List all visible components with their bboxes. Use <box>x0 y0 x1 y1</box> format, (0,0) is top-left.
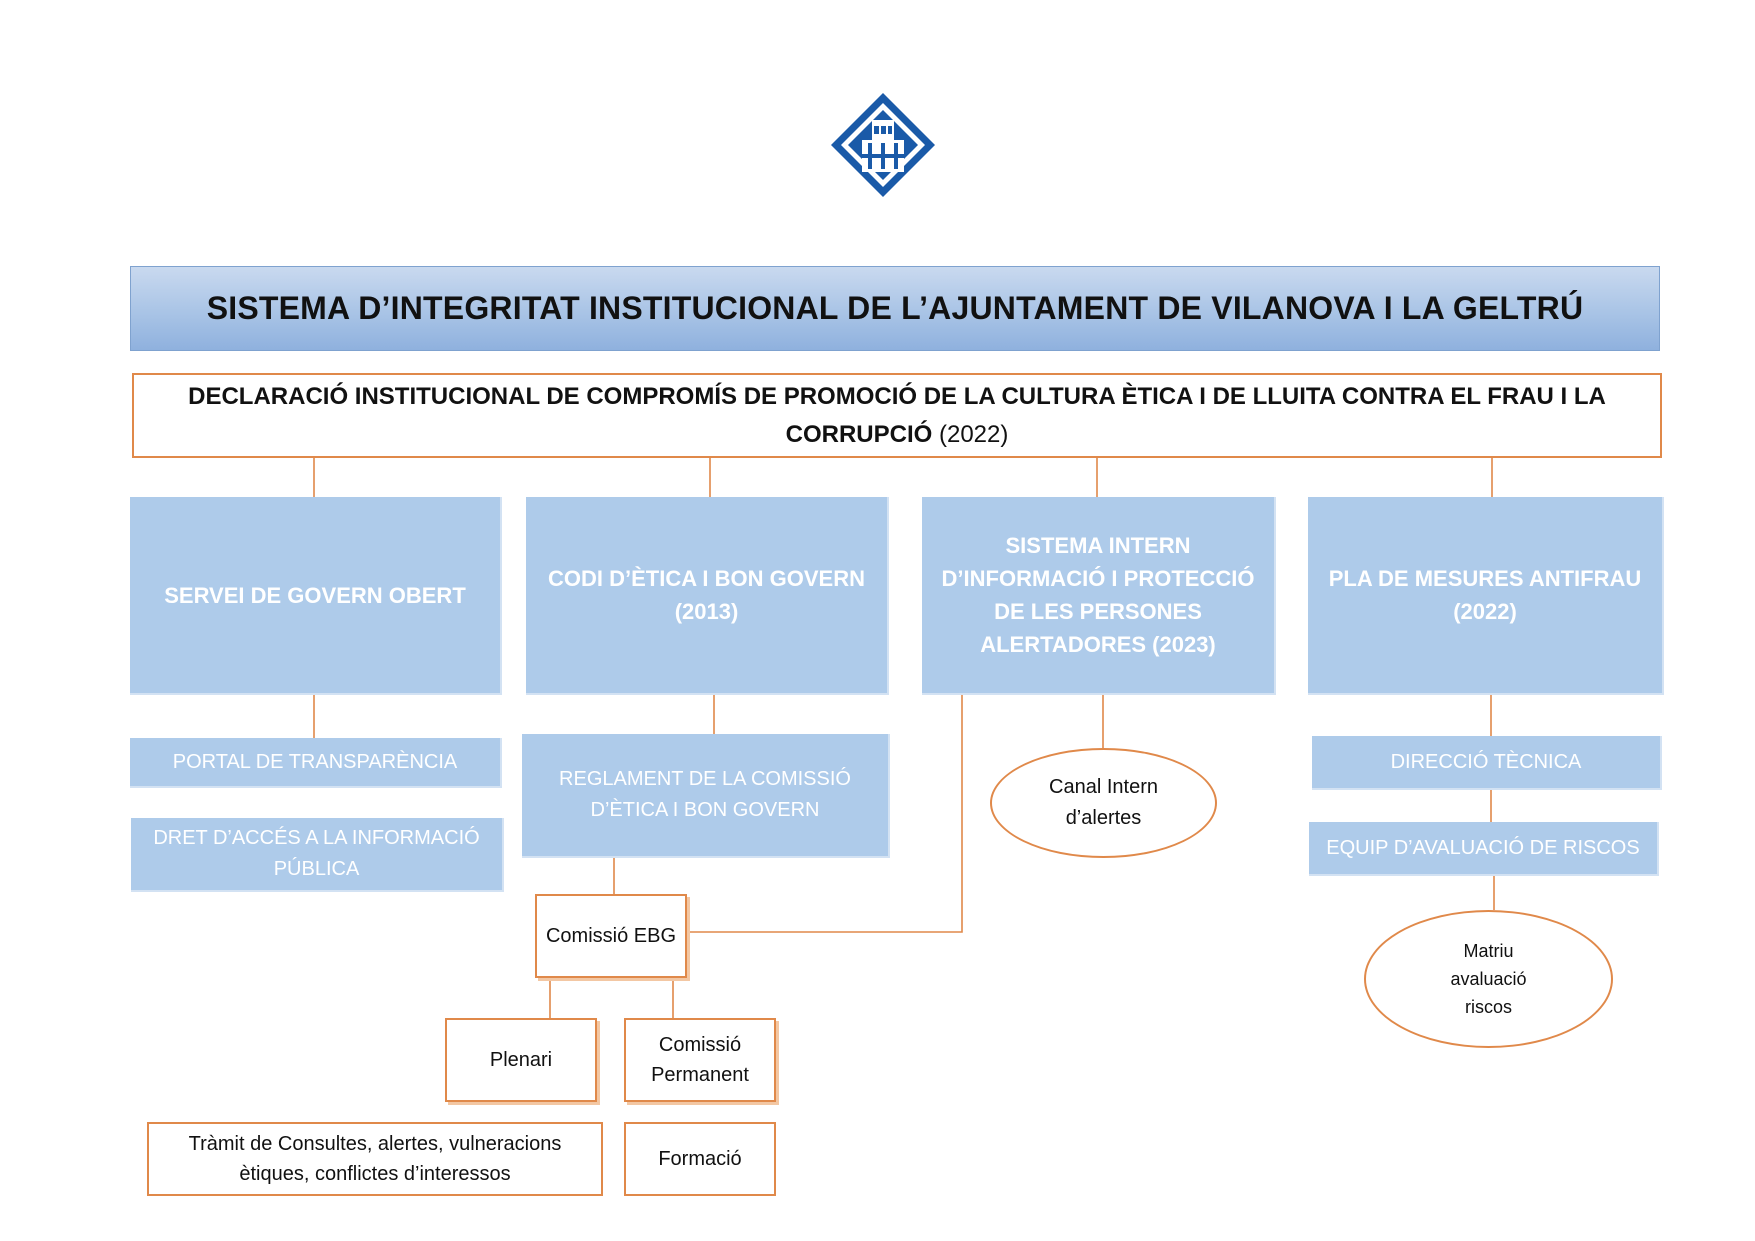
comissio-permanent-box: Comissió Permanent <box>624 1018 776 1102</box>
connector-ebg-sistema <box>688 694 963 933</box>
pillar-govern-obert-label: SERVEI DE GOVERN OBERT <box>164 582 466 608</box>
reglament-box: REGLAMENT DE LA COMISSIÓ D’ÈTICA I BON G… <box>522 734 890 858</box>
pillar-govern-obert: SERVEI DE GOVERN OBERT <box>130 497 502 695</box>
formacio-box: Formació <box>624 1122 776 1196</box>
page-title-text: SISTEMA D’INTEGRITAT INSTITUCIONAL DE L’… <box>206 290 1584 326</box>
equip-avaluacio-label: EQUIP D’AVALUACIÓ DE RISCOS <box>1326 836 1640 859</box>
comissio-permanent-label: Comissió Permanent <box>651 1034 749 1086</box>
formacio-label: Formació <box>658 1148 742 1170</box>
comissio-ebg-box: Comissió EBG <box>535 894 687 978</box>
dret-acces-box: DRET D’ACCÉS A LA INFORMACIÓ PÚBLICA <box>131 818 504 892</box>
city-shield-logo <box>828 90 938 200</box>
direccio-tecnica-label: DIRECCIÓ TÈCNICA <box>1390 750 1582 773</box>
reglament-label: REGLAMENT DE LA COMISSIÓ D’ÈTICA I BON G… <box>559 768 851 821</box>
matriu-riscos-label: Matriu avaluació riscos <box>1450 941 1527 1017</box>
equip-avaluacio-box: EQUIP D’AVALUACIÓ DE RISCOS <box>1309 822 1659 876</box>
page-title: SISTEMA D’INTEGRITAT INSTITUCIONAL DE L’… <box>130 266 1660 351</box>
declaration-year: (2022) <box>938 420 1009 448</box>
tramit-consultes-box: Tràmit de Consultes, alertes, vulneracio… <box>147 1122 603 1196</box>
logo-icon <box>831 93 935 197</box>
tramit-consultes-label: Tràmit de Consultes, alertes, vulneracio… <box>188 1133 562 1185</box>
pillar-sistema-intern: SISTEMA INTERN D’INFORMACIÓ I PROTECCIÓ … <box>922 497 1276 695</box>
pillar-pla-antifrau-label: PLA DE MESURES ANTIFRAU (2022) <box>1328 566 1642 624</box>
declaration-bold: DECLARACIÓ INSTITUCIONAL DE COMPROMÍS DE… <box>188 382 1606 448</box>
canal-intern-label: Canal Intern d’alertes <box>1049 776 1158 829</box>
dret-acces-label: DRET D’ACCÉS A LA INFORMACIÓ PÚBLICA <box>153 827 480 880</box>
direccio-tecnica-box: DIRECCIÓ TÈCNICA <box>1312 736 1662 790</box>
declaration-box: DECLARACIÓ INSTITUCIONAL DE COMPROMÍS DE… <box>132 373 1662 458</box>
comissio-ebg-label: Comissió EBG <box>545 925 677 947</box>
pillar-pla-antifrau: PLA DE MESURES ANTIFRAU (2022) <box>1308 497 1664 695</box>
plenari-box: Plenari <box>445 1018 597 1102</box>
canal-intern-ellipse: Canal Intern d’alertes <box>990 748 1217 858</box>
portal-transparencia-box: PORTAL DE TRANSPARÈNCIA <box>130 738 502 788</box>
portal-transparencia-label: PORTAL DE TRANSPARÈNCIA <box>172 750 458 773</box>
plenari-label: Plenari <box>489 1049 553 1071</box>
pillar-codi-etica: CODI D’ÈTICA I BON GOVERN (2013) <box>526 497 889 695</box>
matriu-riscos-ellipse: Matriu avaluació riscos <box>1364 910 1613 1048</box>
pillar-codi-etica-label: CODI D’ÈTICA I BON GOVERN (2013) <box>548 566 865 624</box>
pillar-sistema-intern-label: SISTEMA INTERN D’INFORMACIÓ I PROTECCIÓ … <box>941 533 1255 657</box>
declaration-text: DECLARACIÓ INSTITUCIONAL DE COMPROMÍS DE… <box>164 378 1630 454</box>
